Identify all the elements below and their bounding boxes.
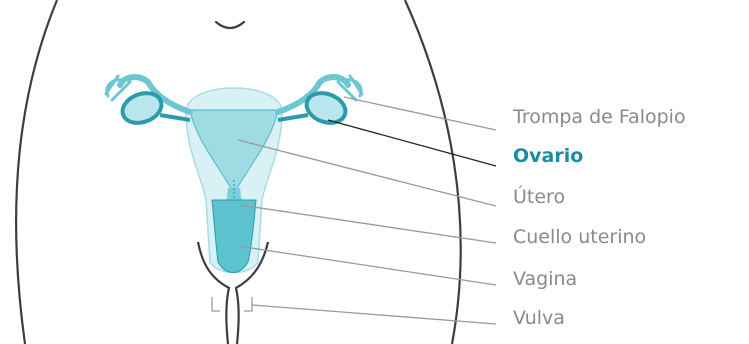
navel [216,22,244,28]
leader-line-ovario [328,120,496,166]
vulva-bracket-left [212,297,220,311]
leader-line-cuello [240,205,496,243]
leader-line-utero [238,140,496,206]
label-vagina: Vagina [513,267,577,291]
leader-line-trompa [344,97,496,130]
body-left-outline [16,0,57,344]
leader-line-vulva [252,305,496,324]
label-ovario: Ovario [513,144,583,168]
label-vulva: Vulva [513,306,565,330]
label-trompa-de-falopio: Trompa de Falopio [513,105,686,129]
vulva-bracket-right [244,297,252,311]
leader-line-vagina [238,246,496,285]
label-utero: Útero [513,185,565,209]
body-right-outline [405,0,461,344]
label-cuello-uterino: Cuello uterino [513,225,646,249]
